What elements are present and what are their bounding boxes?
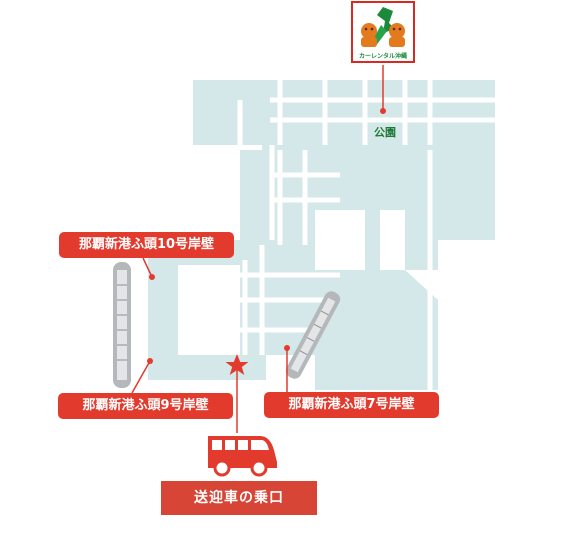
- pier-7-label: 那覇新港ふ頭7号岸壁: [264, 392, 439, 418]
- logo-text: カーレンタル沖縄: [358, 53, 407, 60]
- van-icon: [208, 436, 277, 477]
- ship-icon: [113, 262, 131, 388]
- pier-9-label: 那覇新港ふ頭9号岸壁: [58, 393, 233, 419]
- leader-dots: [147, 108, 386, 364]
- pier-10-label: 那覇新港ふ頭10号岸壁: [59, 232, 234, 258]
- park-label: 公園: [374, 126, 396, 139]
- ship-icon: [285, 291, 341, 379]
- shisa-logo-icon: [361, 7, 405, 47]
- leader-lines: [131, 65, 384, 433]
- pickup-point-label: 送迎車の乗口: [161, 481, 317, 515]
- rental-logo: カーレンタル沖縄: [351, 1, 415, 63]
- star-icon: [225, 354, 249, 375]
